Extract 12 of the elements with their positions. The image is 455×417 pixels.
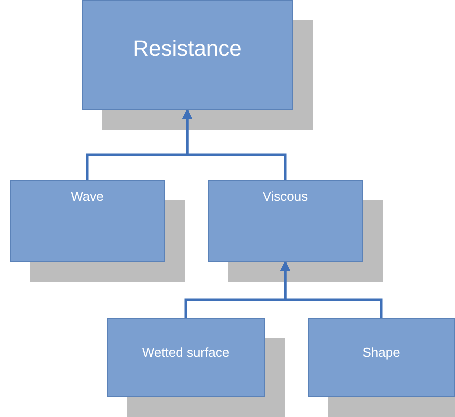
box-label: Wave (70, 189, 105, 204)
hierarchy-box (308, 318, 455, 397)
box-label: Viscous (262, 189, 310, 204)
hierarchy-box (208, 180, 363, 262)
box-label: Wetted surface (141, 345, 231, 360)
box-label: Shape (362, 345, 402, 360)
connector-arrow (182, 109, 287, 180)
box-label: Resistance (132, 36, 243, 62)
connector-arrow (280, 261, 383, 318)
hierarchy-box (10, 180, 165, 262)
hierarchy-box (82, 0, 293, 110)
hierarchy-box (107, 318, 265, 397)
